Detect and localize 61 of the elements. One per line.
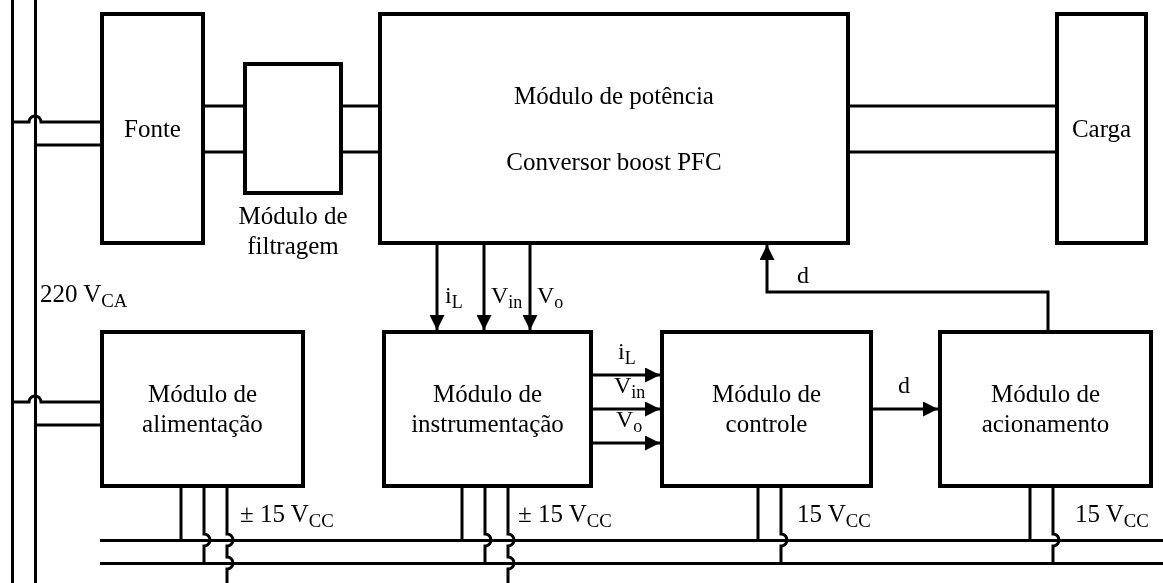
bus-bar: [100, 538, 1163, 542]
module-label: Fonte: [123, 113, 182, 144]
connector-line: [12, 394, 100, 404]
signal-label: i$_{L}$: [618, 338, 636, 364]
connector-line: [850, 104, 1055, 108]
connector-line: [205, 150, 243, 154]
connector-line: [35, 423, 100, 427]
connector-line: [343, 104, 378, 108]
voltage-label: 220 V$_{CA}$: [40, 280, 128, 308]
signal-label: V$_{o}$: [537, 282, 564, 308]
module-box: [382, 330, 593, 488]
connector-line: [1051, 488, 1061, 563]
connector-line: [343, 150, 378, 154]
signal-label: V$_{o}$: [616, 406, 643, 432]
module-box: [100, 330, 305, 488]
connector-line: [179, 488, 183, 540]
signal-label: d: [797, 262, 809, 288]
connector-line: [12, 114, 100, 124]
connector-line: [1028, 488, 1032, 540]
arrow: [873, 401, 938, 417]
arrow: [759, 245, 1050, 330]
bus-bar: [100, 561, 1163, 565]
module-label: Módulo de alimentação: [141, 379, 264, 439]
connector-line: [225, 488, 235, 583]
arrow: [593, 435, 660, 451]
arrow: [476, 245, 492, 330]
connector-line: [202, 488, 212, 563]
signal-label: V$_{in}$: [491, 282, 523, 308]
arrow: [593, 367, 660, 383]
connector-line: [35, 143, 100, 147]
signal-label: i$_{L}$: [445, 282, 463, 308]
module-box: [100, 12, 205, 245]
voltage-label: 15 V$_{CC}$: [797, 500, 871, 528]
module-label: Conversor boost PFC: [505, 146, 723, 177]
bus-bar: [33, 0, 37, 583]
module-label: Módulo de potência: [513, 80, 715, 111]
module-label: Carga: [1070, 113, 1133, 144]
arrow: [522, 245, 538, 330]
bus-bar: [10, 0, 14, 583]
module-label: Módulo de instrumentação: [410, 379, 565, 439]
module-label: Módulo de filtragem: [237, 201, 349, 261]
module-box: [938, 330, 1153, 488]
connector-line: [779, 488, 789, 563]
connector-line: [850, 150, 1055, 154]
voltage-label: 15 V$_{CC}$: [1075, 500, 1149, 528]
arrow: [593, 401, 660, 417]
module-box: [1055, 12, 1148, 245]
signal-label: d: [898, 372, 910, 398]
connector-line: [756, 488, 760, 540]
signal-label: V$_{in}$: [614, 372, 646, 398]
connector-line: [506, 488, 516, 583]
voltage-label: ± 15 V$_{CC}$: [518, 500, 612, 528]
module-box: [660, 330, 873, 488]
arrow: [429, 245, 445, 330]
module-box: [378, 12, 850, 245]
connector-line: [460, 488, 464, 540]
voltage-label: ± 15 V$_{CC}$: [240, 500, 334, 528]
module-label: Módulo de controle: [711, 379, 822, 439]
connector-line: [483, 488, 493, 563]
module-label: Módulo de acionamento: [980, 379, 1111, 439]
connector-line: [205, 104, 243, 108]
